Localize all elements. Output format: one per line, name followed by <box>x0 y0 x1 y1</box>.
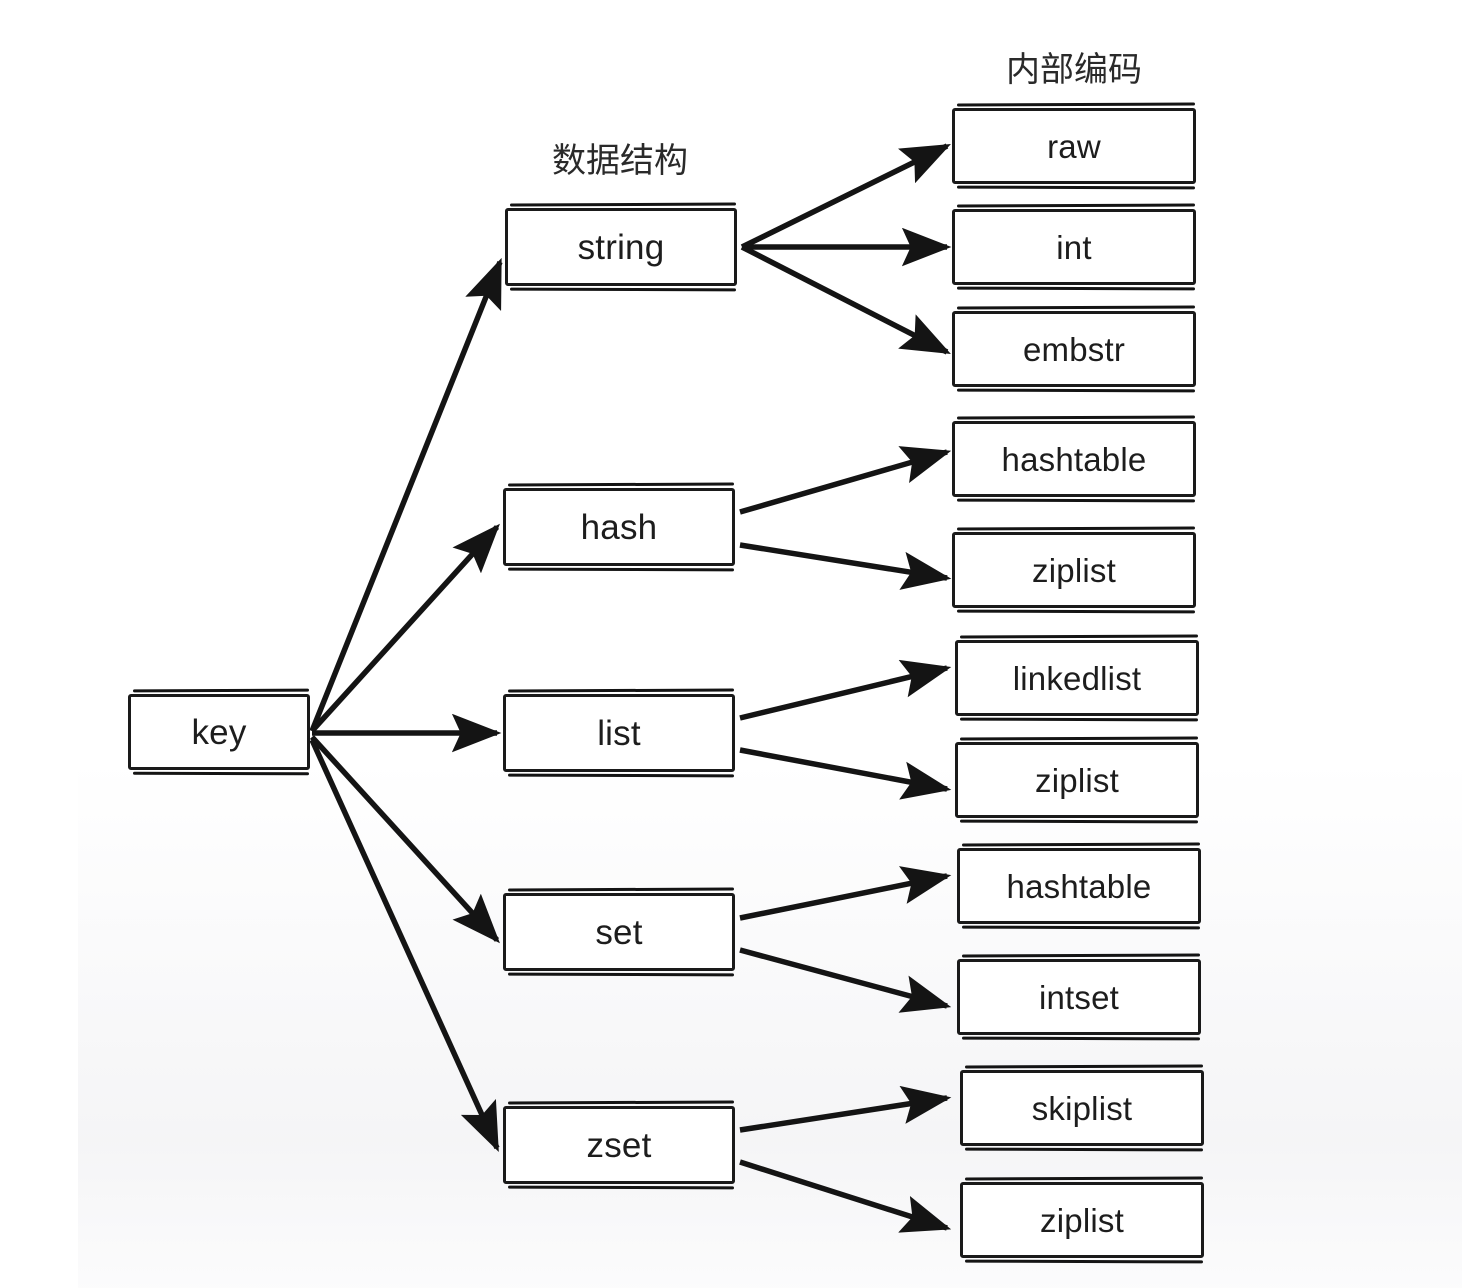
node-encoding-list-ziplist[interactable]: ziplist <box>955 742 1199 818</box>
node-encoding-hash-hashtable-label: hashtable <box>1001 440 1147 478</box>
edge-key-hash <box>309 523 500 733</box>
node-encoding-hash-hashtable[interactable]: hashtable <box>952 421 1196 497</box>
node-encoding-zset-ziplist[interactable]: ziplist <box>960 1182 1204 1258</box>
node-encoding-set-intset-label: intset <box>1038 978 1120 1016</box>
node-encoding-int-label: int <box>1056 228 1092 266</box>
column-title-internal-encoding: 内部编码 <box>1006 51 1142 89</box>
edge-key-set <box>309 735 500 944</box>
node-encoding-hash-ziplist-label: ziplist <box>1032 551 1116 589</box>
node-encoding-embstr[interactable]: embstr <box>952 311 1196 387</box>
node-encoding-set-intset[interactable]: intset <box>957 959 1201 1035</box>
node-encoding-set-hashtable-label: hashtable <box>1006 867 1152 905</box>
edge-set-intset <box>739 947 952 1013</box>
edge-key-zset <box>309 738 500 1153</box>
node-encoding-raw[interactable]: raw <box>952 108 1196 184</box>
edge-string-embstr <box>740 244 951 355</box>
edge-zset-skiplist <box>739 1085 952 1133</box>
node-hash-label: hash <box>580 507 658 547</box>
node-encoding-zset-skiplist[interactable]: skiplist <box>960 1070 1204 1146</box>
edge-list-linkedlist <box>739 659 952 721</box>
edge-string-raw <box>740 143 951 250</box>
edge-list-ziplist <box>739 747 952 800</box>
node-list[interactable]: list <box>503 694 735 772</box>
node-encoding-list-linkedlist-label: linkedlist <box>1012 659 1142 697</box>
node-encoding-int[interactable]: int <box>952 209 1196 285</box>
node-encoding-list-ziplist-label: ziplist <box>1035 761 1119 799</box>
node-list-label: list <box>597 713 641 753</box>
node-encoding-list-linkedlist[interactable]: linkedlist <box>955 640 1199 716</box>
node-set[interactable]: set <box>503 893 735 971</box>
column-title-data-structure: 数据结构 <box>552 142 688 180</box>
node-zset[interactable]: zset <box>503 1106 735 1184</box>
node-encoding-set-hashtable[interactable]: hashtable <box>957 848 1201 924</box>
node-encoding-embstr-label: embstr <box>1022 330 1126 368</box>
edge-set-hashtable <box>739 866 952 921</box>
edge-key-string <box>309 257 503 733</box>
node-string[interactable]: string <box>505 208 737 286</box>
node-set-label: set <box>595 912 643 952</box>
node-string-label: string <box>577 227 665 267</box>
node-encoding-zset-ziplist-label: ziplist <box>1040 1201 1124 1239</box>
edge-hash-hashtable <box>739 446 952 515</box>
node-encoding-raw-label: raw <box>1047 127 1101 165</box>
edge-zset-ziplist <box>739 1159 952 1233</box>
node-hash[interactable]: hash <box>503 488 735 566</box>
node-zset-label: zset <box>586 1125 652 1165</box>
node-key-label: key <box>191 712 247 752</box>
edge-hash-ziplist <box>739 542 952 590</box>
node-encoding-zset-skiplist-label: skiplist <box>1031 1089 1133 1127</box>
node-key[interactable]: key <box>128 694 310 770</box>
node-encoding-hash-ziplist[interactable]: ziplist <box>952 532 1196 608</box>
